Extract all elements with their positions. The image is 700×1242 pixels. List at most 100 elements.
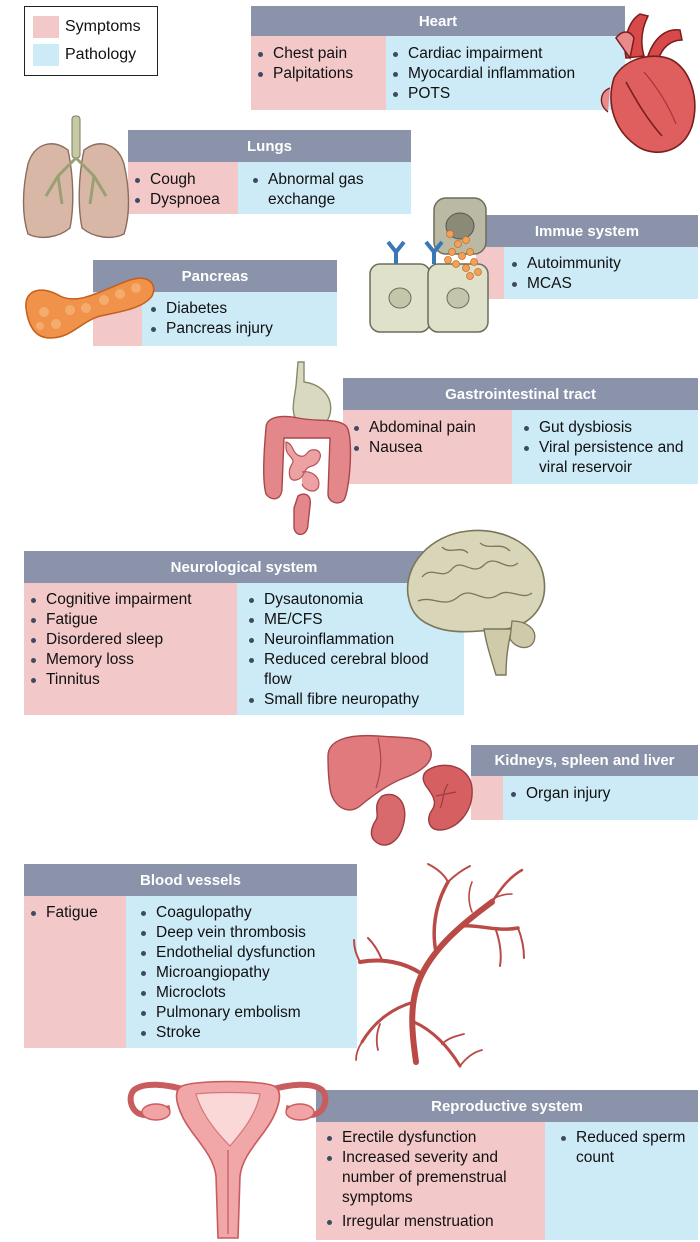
lungs-symptoms-list: Cough Dyspnoea — [132, 170, 220, 210]
blood-vessels-pathology-list: Coagulopathy Deep vein thrombosis Endoth… — [138, 903, 315, 1043]
kidneys-title: Kidneys, spleen and liver — [471, 745, 698, 776]
list-item: Dysautonomia — [246, 590, 458, 610]
blood-vessels-symptoms-box — [24, 896, 126, 1048]
list-item: MCAS — [509, 274, 621, 294]
immune-cells-illustration — [369, 197, 489, 333]
immune-panel: Immue system Autoimmunity MCAS — [476, 215, 698, 299]
pathology-swatch — [33, 44, 59, 66]
list-item: Abdominal pain — [351, 418, 476, 438]
list-item: Coagulopathy — [138, 903, 315, 923]
kidneys-panel: Kidneys, spleen and liver Organ injury — [471, 745, 698, 820]
pancreas-pathology-list: Diabetes Pancreas injury — [148, 299, 273, 339]
list-item: Increased severity and number of premens… — [324, 1148, 542, 1208]
lungs-pathology-list: Abnormal gas exchange — [250, 170, 405, 210]
reproductive-panel: Reproductive system Erectile dysfunction… — [316, 1090, 698, 1240]
legend-pathology-label: Pathology — [65, 46, 137, 63]
list-item: Tinnitus — [28, 670, 192, 690]
pancreas-pathology-box — [142, 292, 337, 346]
lungs-illustration — [22, 115, 130, 239]
heart-symptoms-list: Chest pain Palpitations — [255, 44, 353, 84]
neurological-panel: Neurological system Cognitive impairment… — [24, 551, 464, 715]
list-item: Memory loss — [28, 650, 192, 670]
lungs-title: Lungs — [128, 130, 411, 162]
list-item: Pulmonary embolism — [138, 1003, 315, 1023]
immune-pathology-list: Autoimmunity MCAS — [509, 254, 621, 294]
blood-vessels-panel: Blood vessels Fatigue Coagulopathy Deep … — [24, 864, 357, 1048]
neurological-title: Neurological system — [24, 551, 464, 583]
list-item: Reduced cerebral blood flow — [246, 650, 458, 690]
list-item: Organ injury — [508, 784, 610, 804]
blood-vessels-illustration — [353, 863, 525, 1068]
kidneys-symptoms-box — [471, 776, 503, 820]
heart-pathology-list: Cardiac impairment Myocardial inflammati… — [390, 44, 575, 104]
brain-illustration — [406, 529, 546, 676]
list-item: Dyspnoea — [132, 190, 220, 210]
pancreas-illustration — [25, 277, 155, 339]
list-item: Erectile dysfunction — [324, 1128, 542, 1148]
legend-symptoms-label: Symptoms — [65, 18, 141, 35]
kidneys-pathology-box — [503, 776, 698, 820]
gi-pathology-list: Gut dysbiosis Viral persistence and vira… — [521, 418, 693, 478]
list-item: Disordered sleep — [28, 630, 192, 650]
pancreas-panel: Pancreas Diabetes Pancreas injury — [93, 260, 337, 346]
list-item: ME/CFS — [246, 610, 458, 630]
immune-title: Immue system — [476, 215, 698, 247]
reproductive-pathology-list: Reduced sperm count — [558, 1128, 693, 1168]
gi-pathology-box — [512, 410, 698, 484]
reproductive-symptoms-box — [316, 1122, 545, 1240]
list-item: Deep vein thrombosis — [138, 923, 315, 943]
list-item: Fatigue — [28, 903, 98, 923]
reproductive-title: Reproductive system — [316, 1090, 698, 1122]
list-item: Autoimmunity — [509, 254, 621, 274]
gi-panel: Gastrointestinal tract Abdominal pain Na… — [343, 378, 698, 484]
list-item: Reduced sperm count — [558, 1128, 693, 1168]
list-item: Chest pain — [255, 44, 353, 64]
list-item: Small fibre neuropathy — [246, 690, 458, 710]
gastrointestinal-illustration — [262, 361, 352, 535]
immune-pathology-box — [504, 247, 698, 299]
list-item: Gut dysbiosis — [521, 418, 693, 438]
neurological-pathology-list: Dysautonomia ME/CFS Neuroinflammation Re… — [246, 590, 458, 710]
heart-panel: Heart Chest pain Palpitations Cardiac im… — [251, 6, 625, 110]
heart-title: Heart — [251, 6, 625, 36]
list-item: Microangiopathy — [138, 963, 315, 983]
neurological-symptoms-list: Cognitive impairment Fatigue Disordered … — [28, 590, 192, 690]
blood-vessels-symptoms-list: Fatigue — [28, 903, 98, 923]
heart-pathology-box — [386, 36, 625, 110]
lungs-symptoms-box — [128, 162, 238, 214]
gi-symptoms-box — [343, 410, 512, 484]
gi-title: Gastrointestinal tract — [343, 378, 698, 410]
heart-symptoms-box — [251, 36, 386, 110]
reproductive-symptoms-list: Erectile dysfunction Increased severity … — [324, 1128, 542, 1232]
list-item: Pancreas injury — [148, 319, 273, 339]
symptoms-swatch — [33, 16, 59, 38]
reproductive-illustration — [127, 1080, 329, 1239]
kidneys-spleen-liver-illustration — [327, 734, 473, 846]
list-item: Palpitations — [255, 64, 353, 84]
reproductive-pathology-box — [545, 1122, 698, 1240]
legend-pathology: Pathology — [33, 44, 136, 66]
legend-symptoms: Symptoms — [33, 16, 141, 38]
list-item: Cough — [132, 170, 220, 190]
neurological-symptoms-box — [24, 583, 237, 715]
legend: Symptoms Pathology — [24, 6, 158, 76]
list-item: Microclots — [138, 983, 315, 1003]
blood-vessels-pathology-box — [126, 896, 357, 1048]
list-item: Cardiac impairment — [390, 44, 575, 64]
lungs-panel: Lungs Cough Dyspnoea Abnormal gas exchan… — [128, 130, 411, 214]
list-item: Cognitive impairment — [28, 590, 192, 610]
list-item: Irregular menstruation — [324, 1212, 542, 1232]
list-item: Diabetes — [148, 299, 273, 319]
blood-vessels-title: Blood vessels — [24, 864, 357, 896]
list-item: Viral persistence and viral reservoir — [521, 438, 693, 478]
list-item: Endothelial dysfunction — [138, 943, 315, 963]
list-item: Fatigue — [28, 610, 192, 630]
kidneys-pathology-list: Organ injury — [508, 784, 610, 804]
list-item: Neuroinflammation — [246, 630, 458, 650]
gi-symptoms-list: Abdominal pain Nausea — [351, 418, 476, 458]
list-item: Stroke — [138, 1023, 315, 1043]
list-item: Nausea — [351, 438, 476, 458]
lungs-pathology-box — [238, 162, 411, 214]
heart-illustration — [600, 13, 696, 153]
list-item: Myocardial inflammation — [390, 64, 575, 84]
